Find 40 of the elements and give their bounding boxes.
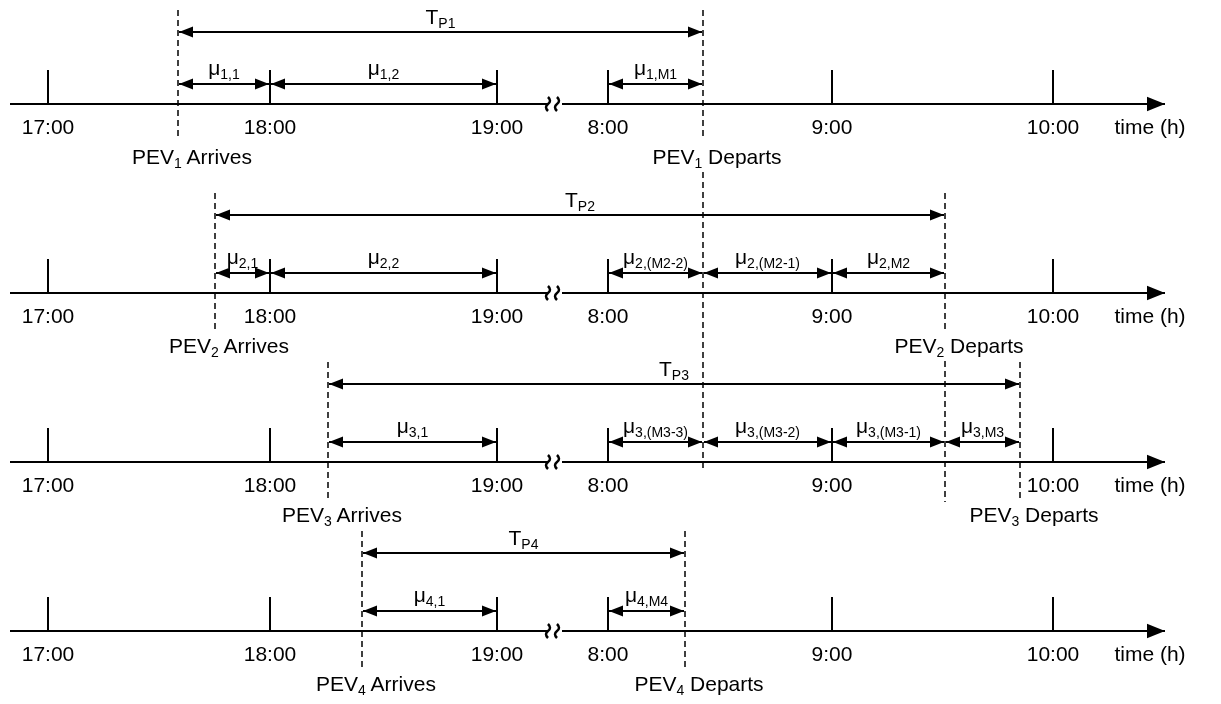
tick-label: 9:00 [811,304,853,326]
tick-label: 18:00 [243,473,297,495]
event-label: PEV$_{4}$ Departs [634,672,764,694]
period-label: T$_{P2}$ [565,188,595,210]
tick-label: 8:00 [587,473,629,495]
tick-label: 8:00 [587,642,629,664]
period-label: T$_{P4}$ [508,526,539,548]
period-label: T$_{P3}$ [659,357,689,379]
tick-label: 9:00 [811,642,853,664]
event-label: PEV$_{2}$ Arrives [169,334,289,356]
axis-label: time (h) [1114,304,1186,326]
event-label: PEV$_{1}$ Arrives [132,145,252,167]
tick-label: 9:00 [811,115,853,137]
tick-label: 18:00 [243,304,297,326]
tick-label: 10:00 [1026,473,1080,495]
event-label: PEV$_{3}$ Arrives [282,503,402,525]
tick-label: 19:00 [470,642,524,664]
tick-label: 8:00 [587,304,629,326]
event-label: PEV$_{3}$ Departs [969,503,1099,525]
axis-label: time (h) [1114,642,1186,664]
tick-label: 17:00 [21,115,75,137]
event-label: PEV$_{2}$ Departs [894,334,1024,356]
tick-label: 17:00 [21,304,75,326]
tick-label: 17:00 [21,642,75,664]
tick-label: 8:00 [587,115,629,137]
event-label: PEV$_{1}$ Departs [652,145,782,167]
tick-label: 10:00 [1026,642,1080,664]
tick-label: 19:00 [470,473,524,495]
tick-label: 18:00 [243,642,297,664]
tick-label: 18:00 [243,115,297,137]
axis-label: time (h) [1114,473,1186,495]
tick-label: 19:00 [470,304,524,326]
tick-label: 19:00 [470,115,524,137]
tick-label: 17:00 [21,473,75,495]
tick-label: 9:00 [811,473,853,495]
axis-label: time (h) [1114,115,1186,137]
period-label: T$_{P1}$ [425,5,456,27]
event-label: PEV$_{4}$ Arrives [316,672,436,694]
tick-label: 10:00 [1026,115,1080,137]
tick-label: 10:00 [1026,304,1080,326]
